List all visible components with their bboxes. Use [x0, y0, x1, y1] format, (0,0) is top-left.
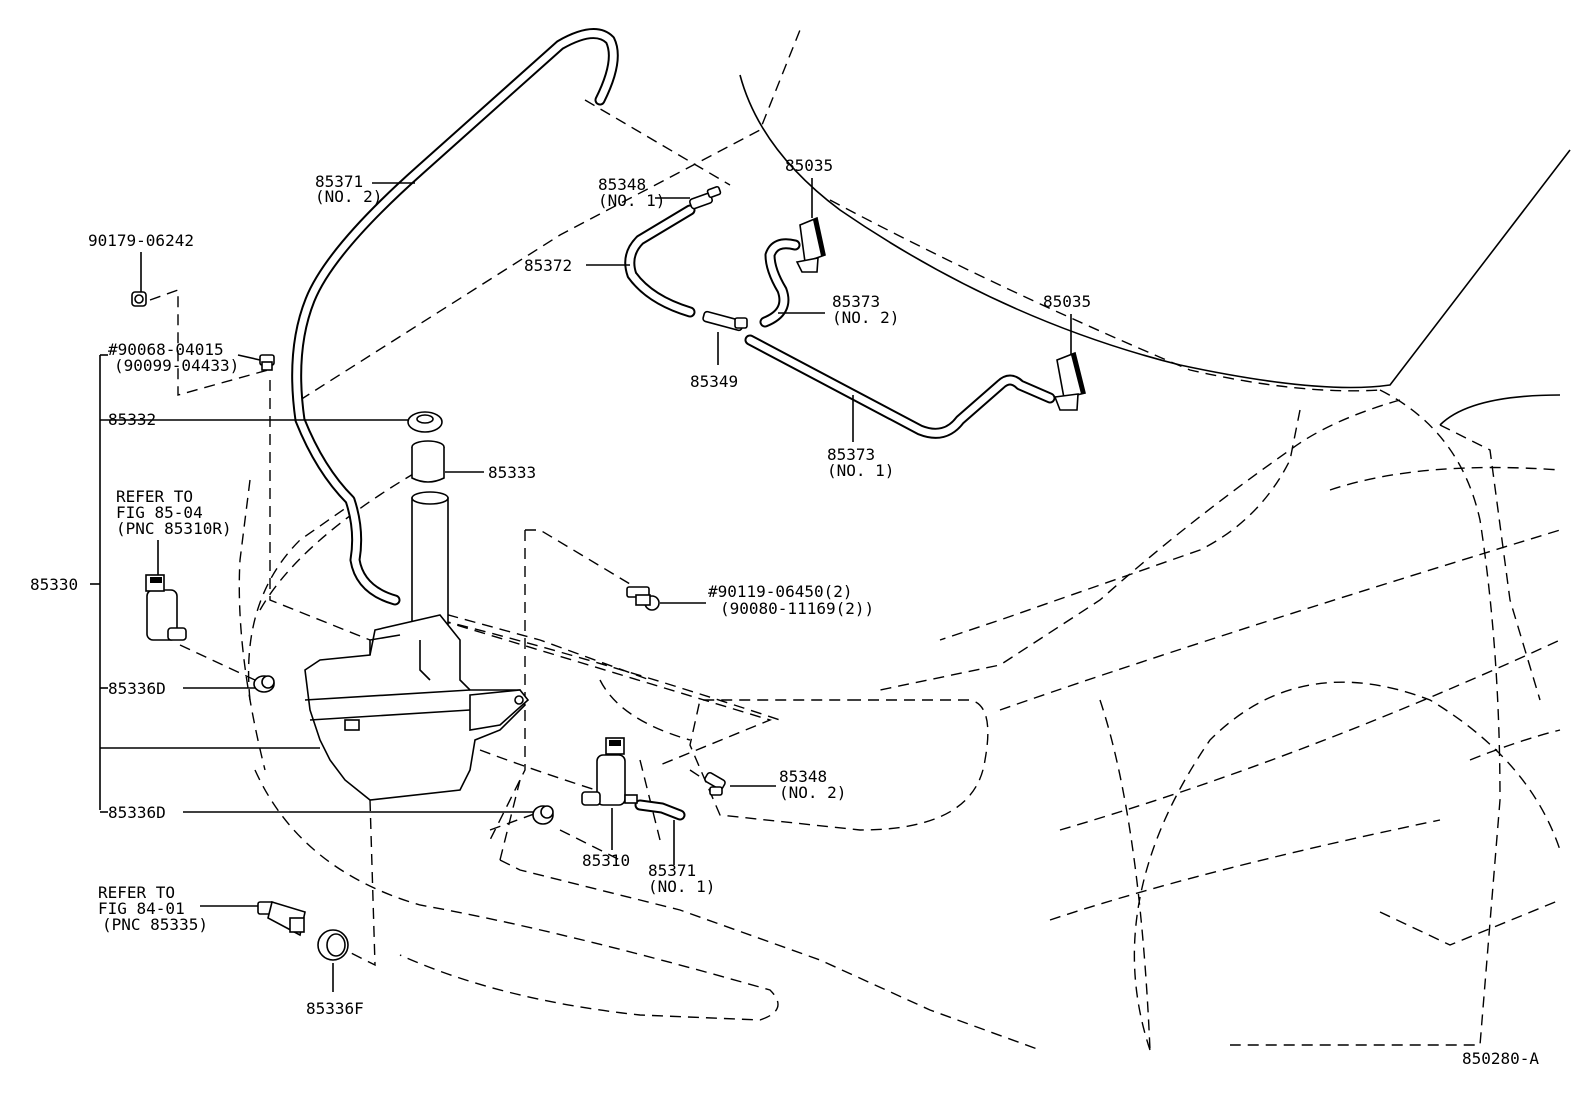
labels: 85371 (NO. 2) 90179-06242 #90068-04015 (…: [30, 156, 1539, 1068]
pump-85310: [581, 737, 638, 806]
label-85371-no1: 85371: [648, 861, 696, 880]
label-85336d-upper: 85336D: [108, 679, 166, 698]
label-85336f: 85336F: [306, 999, 364, 1018]
label-85348-no1-sub: (NO. 1): [598, 191, 665, 210]
label-85371-no1-sub: (NO. 1): [648, 877, 715, 896]
bolt-90119: [626, 586, 660, 611]
label-85332: 85332: [108, 410, 156, 429]
refer-fig-84-01-line2: FIG 84-01: [98, 899, 185, 918]
hose-85373-no1: [744, 334, 1056, 439]
label-85348-no2: 85348: [779, 767, 827, 786]
hose-85371-no1: [634, 799, 686, 821]
label-90099-04433: (90099-04433): [114, 356, 239, 375]
label-85035-upper: 85035: [785, 156, 833, 175]
label-85371-no2: 85371: [315, 172, 363, 191]
label-85372: 85372: [524, 256, 572, 275]
label-85373-no2-sub: (NO. 2): [832, 308, 899, 327]
refer-fig-84-01-line1: REFER TO: [98, 883, 175, 902]
label-85371-no2-sub: (NO. 2): [315, 187, 382, 206]
label-90068-04015: #90068-04015: [108, 340, 224, 359]
grommet-85336d-upper: [253, 675, 275, 693]
washer-tank-85330: [304, 491, 530, 801]
joint-85348-no2: [704, 771, 726, 796]
label-85348-no1: 85348: [598, 175, 646, 194]
nozzle-85035-upper: [795, 216, 826, 273]
nozzle-85035-lower: [1053, 351, 1086, 411]
refer-fig-84-01-line3: (PNC 85335): [102, 915, 208, 934]
hose-85371-no2: [291, 28, 619, 606]
label-90179-06242: 90179-06242: [88, 231, 194, 250]
label-90080-11169: (90080-11169(2)): [720, 599, 874, 618]
label-85348-no2-sub: (NO. 2): [779, 783, 846, 802]
label-85373-no1-sub: (NO. 1): [827, 461, 894, 480]
label-85349: 85349: [690, 372, 738, 391]
label-85373-no2: 85373: [832, 292, 880, 311]
refer-fig-85-04-line2: FIG 85-04: [116, 503, 203, 522]
joint-85348-no1: [688, 185, 722, 210]
bulb-85335: [257, 900, 306, 937]
label-90119-06450: #90119-06450(2): [708, 582, 853, 601]
pump-85310r: [145, 574, 187, 641]
assembly-lines: [149, 99, 773, 967]
label-85373-no1: 85373: [827, 445, 875, 464]
grommet-90068: [259, 354, 275, 371]
refer-fig-85-04-line3: (PNC 85310R): [116, 519, 232, 538]
seal-85336f: [317, 929, 349, 961]
vehicle-outline: [238, 29, 1571, 1051]
grommet-85336d-lower: [532, 805, 554, 825]
refer-fig-85-04-line1: REFER TO: [116, 487, 193, 506]
label-85035-lower: 85035: [1043, 292, 1091, 311]
hose-85372: [624, 204, 696, 318]
label-85330: 85330: [30, 575, 78, 594]
bolt-90179: [131, 291, 147, 307]
label-85310: 85310: [582, 851, 630, 870]
joint-85349: [702, 310, 748, 332]
leader-lines: [90, 178, 1072, 992]
label-85333: 85333: [488, 463, 536, 482]
hose-85373-no2: [759, 238, 801, 328]
label-85336d-lower: 85336D: [108, 803, 166, 822]
strainer-85333: [411, 440, 445, 483]
figure-code: 850280-A: [1462, 1049, 1539, 1068]
cap-85332: [407, 411, 443, 433]
